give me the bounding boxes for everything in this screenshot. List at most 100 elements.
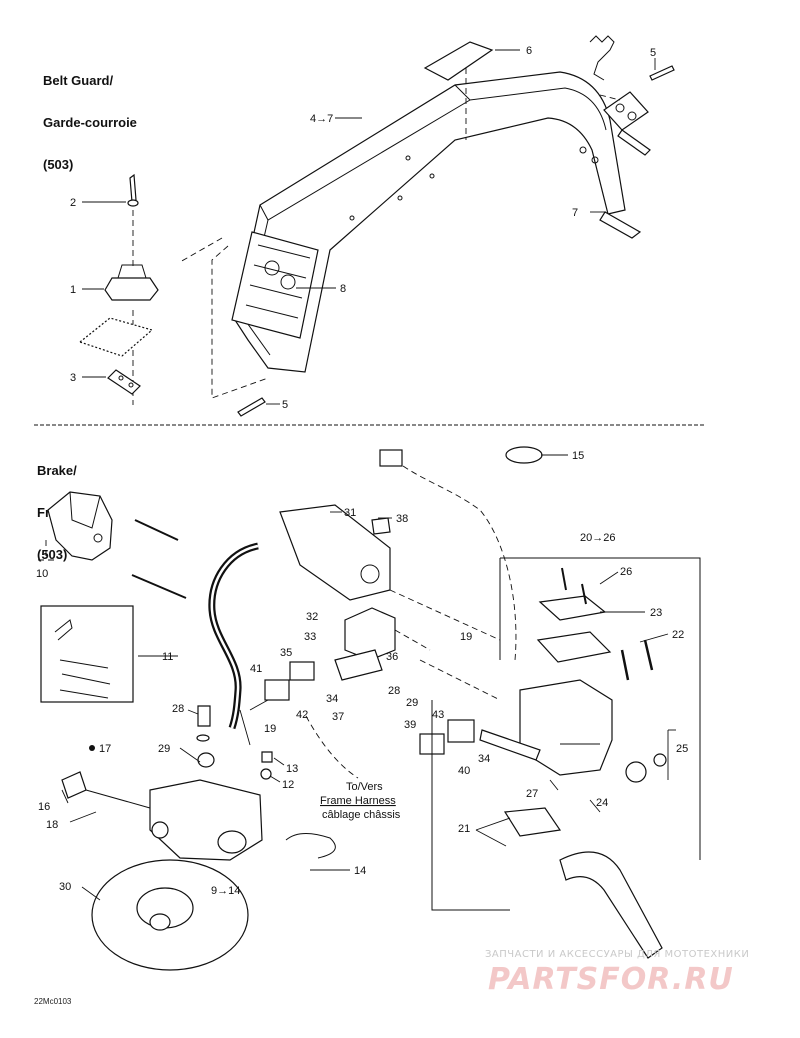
guard-hole [579,146,587,154]
gasket-plate [78,317,154,357]
callout-28-lower: 28 [172,703,184,715]
callout-11: 11 [162,651,173,663]
diagram-code: 22Mc0103 [34,997,72,1006]
brake-model: (503) [37,547,68,562]
callout-25: 25 [676,743,688,755]
reservoir-gasket [536,631,612,663]
bolt-long [134,519,179,541]
plate-3 [107,369,141,395]
mount-bracket-10 [47,491,113,561]
banjo-bolt-28 [197,705,211,727]
callout-27: 27 [526,788,538,800]
harness-note-line3: câblage châssis [322,809,401,821]
callout-1: 1 [70,284,76,296]
brake-title-en: Brake/ [37,463,77,478]
callout-34-left: 34 [326,693,338,705]
watermark-caption: ЗАПЧАСТИ И АКСЕССУАРЫ ДЛЯ МОТОТЕХНИКИ [485,949,749,960]
decal-lines [245,244,311,319]
callout-5-top: 5 [650,47,656,59]
guard-hole [429,173,435,179]
clamp-25 [625,761,647,783]
belt-guard-drawing [78,35,675,417]
callout-18: 18 [46,819,58,831]
belt-guard-leaders [82,49,656,405]
decal-symbol [264,260,280,276]
connector-35 [289,661,315,681]
callout-16: 16 [38,801,50,813]
bracket-hole [627,111,637,121]
callout-10: 10 [36,568,48,580]
callout-17: 17 [99,743,111,755]
callout-26: 26 [620,566,632,578]
belt-guard-top-edge [454,84,607,131]
bracket-1-top [117,264,147,279]
callout-21: 21 [458,823,470,835]
decal-38 [371,517,391,535]
harness-note-line1: To/Vers [346,781,383,793]
callout-20-26: 20→26 [580,532,615,544]
spring-clip-14 [285,833,336,859]
washer-25 [653,753,667,767]
upper-bracket [603,91,649,131]
adjuster-16 [61,771,87,799]
screw-26 [581,583,587,605]
callout-23: 23 [650,607,662,619]
callout-29-lower: 29 [158,743,170,755]
guard-hole [349,215,355,221]
connector-43 [447,719,475,743]
caliper-boss [151,821,169,839]
cable-tie-15 [505,446,543,464]
callout-32: 32 [306,611,318,623]
bracket-10-hole [93,533,103,543]
adjuster-rod [85,789,151,809]
washer-29 [196,734,210,742]
warning-decal [231,231,319,339]
callout-37: 37 [332,711,344,723]
callout-38: 38 [396,513,408,525]
callout-4-7: 4→7 [310,113,333,125]
brake-hose-inner [210,544,259,729]
callout-22: 22 [672,629,684,641]
belt-guard-title-fr: Garde-courroie [43,115,137,130]
connector-41 [264,679,290,701]
guard-hole [591,156,599,164]
guard-hole [405,155,411,161]
callout-3: 3 [70,372,76,384]
harness-note-line2: Frame Harness [320,795,396,807]
watermark-logo: PARTSFOR.RU [488,962,734,997]
assembly-dashes [179,68,621,399]
harness-note: To/Vers Frame Harness câblage châssis [305,715,401,821]
rivet-2-head [127,199,139,207]
decal-symbol [280,274,296,290]
callout-40: 40 [458,765,470,777]
reservoir-cover-23 [538,595,607,621]
bracket-10-dashes [38,540,58,561]
callout-7: 7 [572,207,578,219]
callout-41: 41 [250,663,262,675]
callout-numbers: 6 5 4→7 2 1 8 3 5 7 15 31 38 20→26 26 10… [36,45,688,897]
callout-9-14: 9→14 [211,885,240,897]
belt-guard-title-en: Belt Guard/ [43,73,114,88]
kit-box-contents [54,619,111,699]
callout-35: 35 [280,647,292,659]
callout-13: 13 [286,763,298,775]
screw-22 [643,639,654,671]
callout-19-upper: 19 [460,631,472,643]
rivet-bottom [237,397,266,417]
callout-42: 42 [296,709,308,721]
small-decal [423,41,494,81]
belt-guard-title: Belt Guard/ Garde-courroie (503) [43,46,137,200]
cap-13 [261,751,273,763]
brake-caliper [149,779,263,861]
bracket-hole [615,103,625,113]
brake-assembly-dashes [389,589,501,701]
screw-26 [561,567,567,591]
push-rod-27 [479,729,541,761]
belt-guard-shell [234,71,626,373]
callout-12: 12 [282,779,294,791]
belt-guard-model: (503) [43,157,74,172]
brake-drawing [38,446,701,971]
harness-plug [379,449,403,467]
bracket-1 [104,277,159,301]
